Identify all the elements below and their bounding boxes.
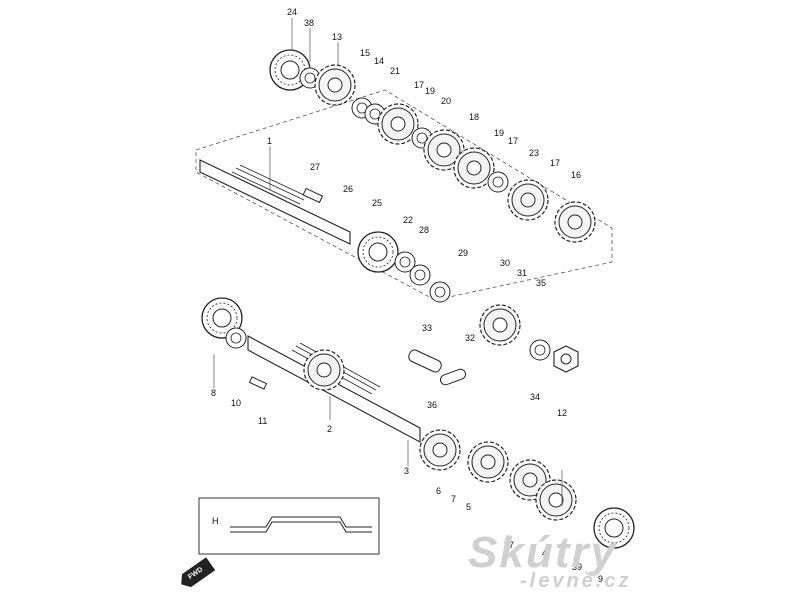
callout-18: 18 [469,112,480,122]
detail-inset-label: H [212,516,219,526]
callout-8: 8 [211,388,217,398]
callout-2: 2 [327,424,333,434]
callout-17-c: 17 [550,158,561,168]
bolt-27 [302,187,324,204]
callout-15: 15 [360,48,371,58]
callout-26: 26 [343,184,354,194]
callout-30: 30 [500,258,511,268]
washer-34 [529,339,551,361]
callout-20: 20 [441,96,452,106]
callout-31: 31 [517,268,528,278]
main-shaft [247,335,421,443]
detail-inset [198,497,380,555]
callout-12: 12 [557,408,568,418]
callout-25: 25 [372,198,383,208]
gear-6 [419,429,461,471]
main-shaft-gear [303,349,345,391]
callout-17-a: 17 [414,80,425,90]
nut-12 [553,345,579,373]
callout-17-b: 17 [508,136,519,146]
gear-23 [507,179,549,221]
watermark-domain: -levně.cz [520,570,632,592]
callout-23: 23 [529,148,540,158]
watermark-brand: Skútry [468,528,617,577]
callout-22: 22 [403,215,414,225]
bearing-25 [357,231,399,273]
washer-10 [225,327,247,349]
callout-27: 27 [310,162,321,172]
counter-shaft [199,159,351,245]
callout-6: 6 [436,486,442,496]
seal-28 [409,264,431,286]
callout-14: 14 [374,56,385,66]
gear-4 [535,479,577,521]
callout-3: 3 [404,466,410,476]
gear-13 [314,64,356,106]
screw-11 [248,376,268,390]
callout-7: 7 [451,494,457,504]
callout-24: 24 [287,7,298,17]
callout-37: 37 [504,540,515,550]
gear-5 [467,441,509,483]
callout-28: 28 [419,225,430,235]
upper-shaft-outline [195,89,613,301]
callout-4: 4 [542,548,548,558]
callout-16: 16 [571,170,582,180]
callout-32: 32 [465,333,476,343]
callout-21: 21 [390,66,401,76]
callout-11: 11 [258,416,268,426]
callout-19-b: 19 [494,128,505,138]
callout-35: 35 [536,278,547,288]
callout-19-a: 19 [425,86,436,96]
callout-39: 39 [572,562,583,572]
callout-36: 36 [427,400,438,410]
callout-33: 33 [422,323,433,333]
sprocket-31 [479,304,521,346]
chain-36 [408,349,467,386]
callout-29: 29 [458,248,469,258]
callout-38: 38 [304,18,315,28]
callout-1: 1 [267,136,273,146]
gear-16 [554,201,596,243]
washer-19-b [487,171,509,193]
collar-32 [429,281,451,303]
callout-9: 9 [598,574,604,584]
leader-lines [213,18,563,506]
callout-5: 5 [466,502,472,512]
callout-34: 34 [530,392,541,402]
callout-10: 10 [231,398,242,408]
callout-13: 13 [332,32,343,42]
